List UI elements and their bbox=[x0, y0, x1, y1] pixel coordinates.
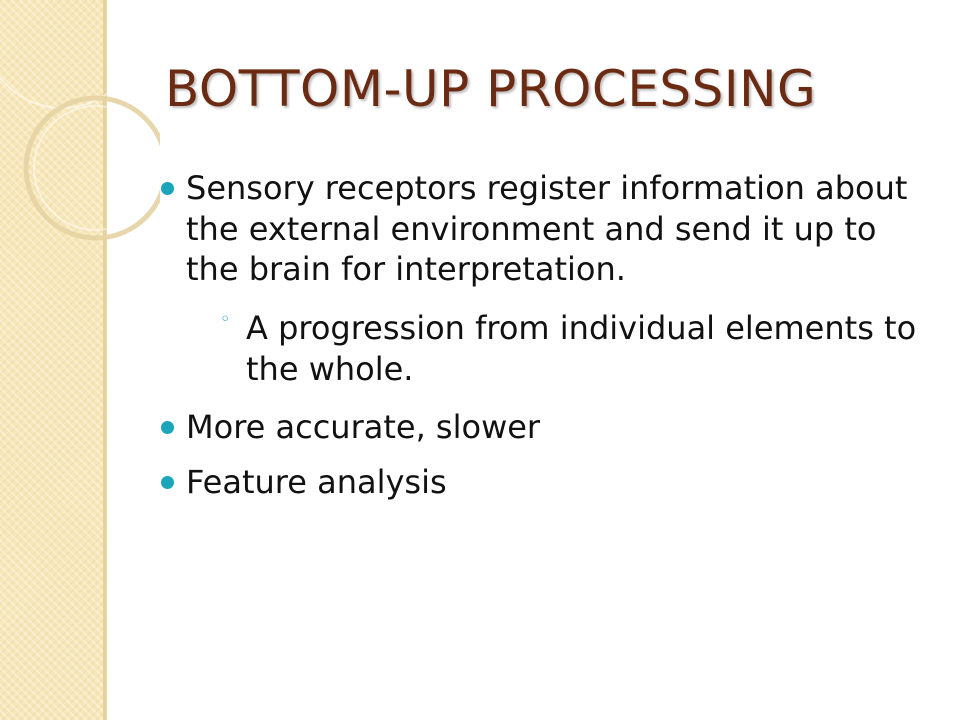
sub-bullet-list: ◦ A progression from individual elements… bbox=[186, 308, 930, 389]
bullet-text: Sensory receptors register information a… bbox=[186, 169, 908, 289]
bullet-item: More accurate, slower bbox=[160, 407, 930, 448]
bullet-list: Sensory receptors register information a… bbox=[160, 168, 930, 502]
left-decorative-band bbox=[0, 0, 107, 720]
sub-bullet-text: A progression from individual elements t… bbox=[246, 308, 917, 388]
bullet-item: Feature analysis bbox=[160, 462, 930, 503]
concentric-rings-decoration bbox=[0, 0, 160, 241]
slide-content: Sensory receptors register information a… bbox=[160, 168, 930, 520]
bullet-text: More accurate, slower bbox=[186, 408, 541, 447]
bullet-text: Feature analysis bbox=[186, 462, 447, 501]
slide-title: BOTTOM-UP PROCESSING bbox=[165, 60, 817, 118]
bullet-item: Sensory receptors register information a… bbox=[160, 168, 930, 389]
hollow-circle-bullet-icon: ◦ bbox=[220, 308, 231, 330]
sub-bullet-item: ◦ A progression from individual elements… bbox=[220, 308, 930, 389]
